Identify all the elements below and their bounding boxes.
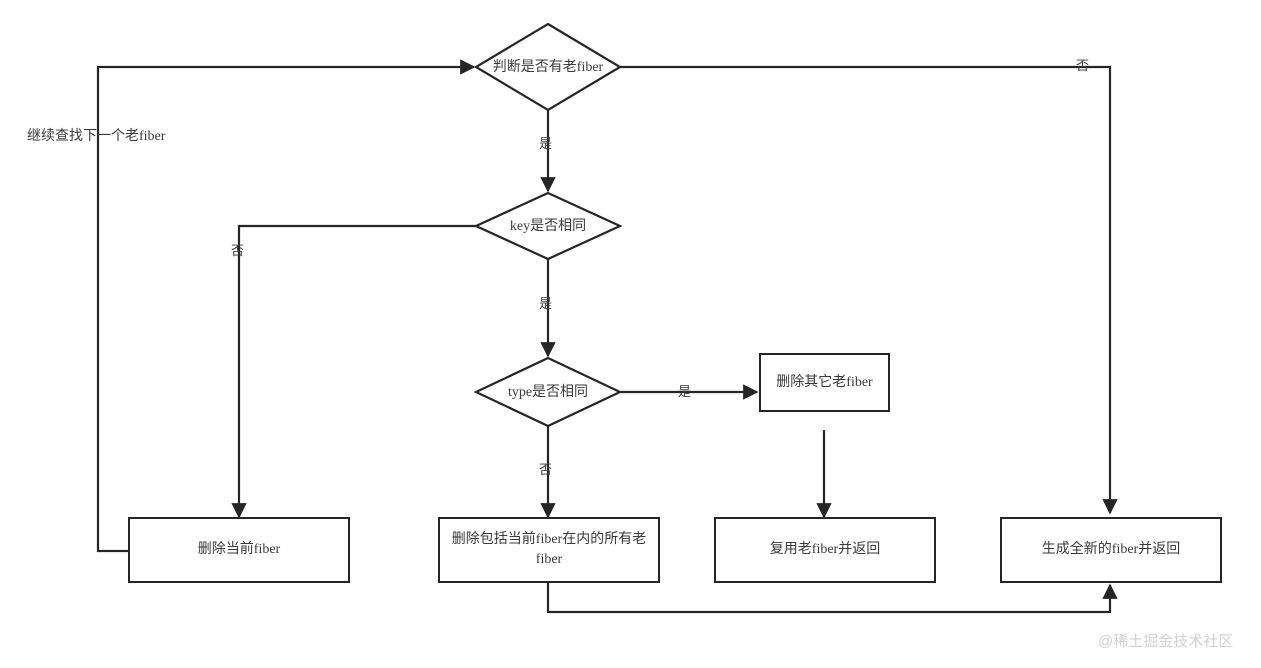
process-box-reuse-old-fiber: 复用老fiber并返回	[714, 517, 936, 583]
edge-label-key-same-no: 否	[231, 243, 245, 258]
edge-label-type-same-no: 否	[539, 462, 553, 477]
decision-shape-has-old-fiber	[473, 22, 623, 112]
edge-label-type-same-yes: 是	[678, 384, 692, 399]
decision-shape-type-same	[473, 356, 623, 428]
process-box-delete-current-fiber: 删除当前fiber	[128, 517, 350, 583]
edge-delete-current-loop-back	[96, 59, 476, 553]
edge-label-has-old-fiber-no: 否	[1076, 58, 1090, 73]
annotation-loop-back: 继续查找下一个老fiber	[27, 129, 166, 144]
edge-key-no-to-delete-current	[231, 224, 476, 519]
edge-label-has-old-fiber-yes: 是	[539, 136, 553, 151]
process-box-delete-other-old-fibers: 删除其它老fiber	[759, 353, 890, 412]
edge-label-key-same-yes: 是	[539, 296, 553, 311]
watermark: @稀土掘金技术社区	[1098, 633, 1234, 650]
edge-delete-all-to-new-fiber	[546, 583, 1118, 614]
decision-shape-key-same	[473, 191, 623, 261]
edge-no-to-new-fiber	[620, 65, 1118, 515]
process-box-create-new-fiber: 生成全新的fiber并返回	[1000, 517, 1222, 583]
process-box-delete-all-old-fibers: 删除包括当前fiber在内的所有老fiber	[438, 517, 660, 583]
